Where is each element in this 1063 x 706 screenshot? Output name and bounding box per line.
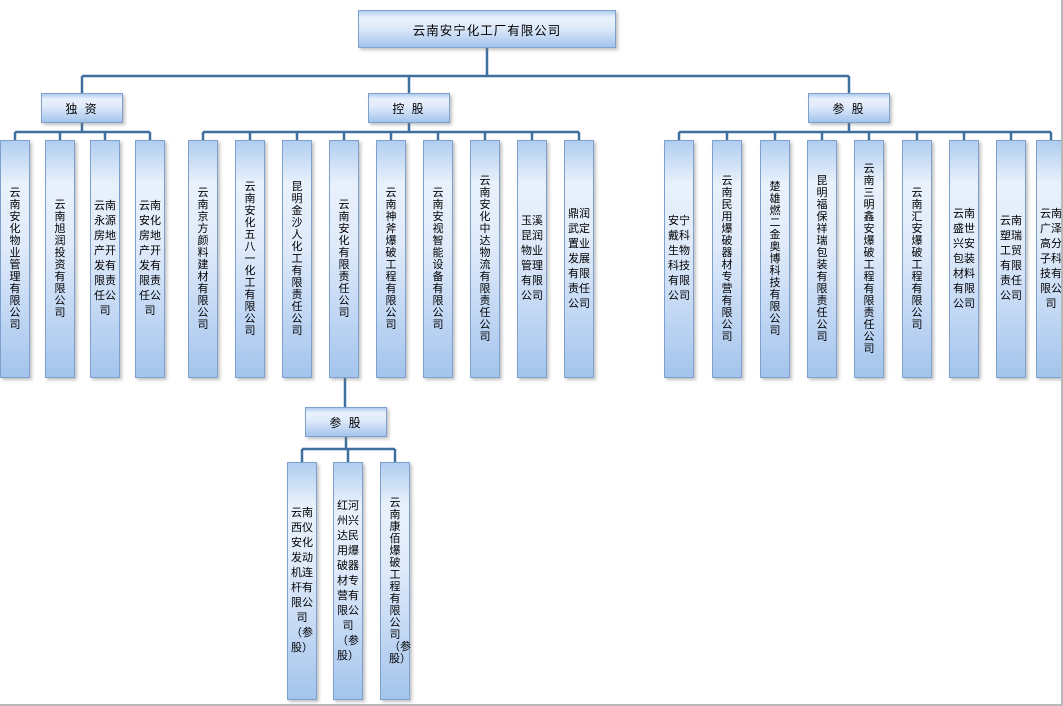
company-node-sub-3: 云南康佰爆破工程有限公司（参股） bbox=[380, 462, 411, 700]
company-node-cangu-6: 云南汇安爆破工程有限公司 bbox=[902, 140, 932, 378]
company-name: 云南广泽高分子科技有限公司 bbox=[1040, 207, 1062, 310]
root-node-label: 云南安宁化工厂有限公司 bbox=[412, 23, 562, 38]
company-node-konggu-4: 云南安化有限责任公司 bbox=[329, 140, 359, 378]
company-node-cangu-5: 云南三明鑫安爆破工程有限责任公司 bbox=[854, 140, 884, 378]
company-name: 云南汇安爆破工程有限公司 bbox=[911, 187, 923, 331]
branch-label-duzi-text: 独 资 bbox=[65, 101, 99, 116]
company-name: 云南安视智能设备有限公司 bbox=[432, 187, 444, 331]
company-name: 云南安化物业管理有限公司 bbox=[9, 187, 21, 331]
company-node-konggu-2: 云南安化五八一化工有限公司 bbox=[235, 140, 265, 378]
branch-label-konggu-text: 控 股 bbox=[392, 101, 426, 116]
company-node-cangu-7: 云南盛世兴安包装材料有限公司 bbox=[949, 140, 979, 378]
company-node-konggu-1: 云南京方颜料建材有限公司 bbox=[188, 140, 218, 378]
company-node-konggu-5: 云南神斧爆破工程有限公司 bbox=[376, 140, 406, 378]
root-node: 云南安宁化工厂有限公司 bbox=[358, 10, 616, 48]
branch-label-konggu: 控 股 bbox=[368, 93, 450, 123]
company-name: 云南京方颜料建材有限公司 bbox=[197, 187, 209, 331]
company-name: 云南安化房地产开发有限责任公司 bbox=[139, 200, 161, 317]
company-node-duzi-1: 云南安化物业管理有限公司 bbox=[0, 140, 30, 378]
company-node-konggu-3: 昆明金沙人化工有限责任公司 bbox=[282, 140, 312, 378]
company-name: 昆明金沙人化工有限责任公司 bbox=[291, 181, 303, 337]
company-name: 红河州兴达民用爆破器材专营有限公司（参股） bbox=[337, 499, 359, 662]
company-name: 云南西仪安化发动机连杆有限公司（参股） bbox=[291, 507, 313, 654]
company-name: 云南盛世兴安包装材料有限公司 bbox=[953, 207, 975, 310]
company-name: 玉溪昆润物业管理有限公司 bbox=[521, 215, 543, 302]
company-name: 云南三明鑫安爆破工程有限责任公司 bbox=[863, 163, 875, 355]
company-name: 云南安化中达物流有限责任公司 bbox=[479, 175, 491, 343]
company-node-cangu-4: 昆明福保祥瑞包装有限责任公司 bbox=[807, 140, 837, 378]
branch-label-cangu-text: 参 股 bbox=[832, 101, 866, 116]
company-name: 云南旭润投资有限公司 bbox=[54, 199, 66, 319]
company-name: 云南安化五八一化工有限公司 bbox=[244, 181, 256, 337]
company-name: 云南安化有限责任公司 bbox=[338, 199, 350, 319]
company-node-konggu-7: 云南安化中达物流有限责任公司 bbox=[470, 140, 500, 378]
company-node-cangu-3: 楚雄燃二金奥博科技有限公司 bbox=[760, 140, 790, 378]
company-name: 云南民用爆破器材专营有限公司 bbox=[721, 175, 733, 343]
sub-branch-label-cangu-text: 参 股 bbox=[329, 415, 363, 430]
company-name: 云南永源房地产开发有限责任公司 bbox=[94, 200, 116, 317]
company-name: 安宁戴科生物科技有限公司 bbox=[668, 215, 690, 302]
company-node-cangu-9: 云南广泽高分子科技有限公司 bbox=[1036, 140, 1062, 378]
company-name: 鼎润武定置业发展有限责任公司 bbox=[568, 207, 590, 310]
company-name: 云南康佰爆破工程有限公司（参股） bbox=[389, 497, 411, 665]
branch-label-duzi: 独 资 bbox=[41, 93, 123, 123]
company-name: 云南塑瑞工贸有限责任公司 bbox=[1000, 215, 1022, 302]
company-name: 楚雄燃二金奥博科技有限公司 bbox=[769, 181, 781, 337]
company-name: 昆明福保祥瑞包装有限责任公司 bbox=[816, 175, 828, 343]
company-node-duzi-4: 云南安化房地产开发有限责任公司 bbox=[135, 140, 165, 378]
branch-label-cangu: 参 股 bbox=[808, 93, 890, 123]
sub-branch-label-cangu: 参 股 bbox=[305, 407, 387, 437]
company-name: 云南神斧爆破工程有限公司 bbox=[385, 187, 397, 331]
company-node-duzi-2: 云南旭润投资有限公司 bbox=[45, 140, 75, 378]
company-node-cangu-1: 安宁戴科生物科技有限公司 bbox=[664, 140, 694, 378]
company-node-sub-1: 云南西仪安化发动机连杆有限公司（参股） bbox=[287, 462, 317, 700]
company-node-konggu-8: 玉溪昆润物业管理有限公司 bbox=[517, 140, 547, 378]
company-node-sub-2: 红河州兴达民用爆破器材专营有限公司（参股） bbox=[333, 462, 363, 700]
company-node-cangu-2: 云南民用爆破器材专营有限公司 bbox=[712, 140, 742, 378]
company-node-duzi-3: 云南永源房地产开发有限责任公司 bbox=[90, 140, 120, 378]
company-node-konggu-9: 鼎润武定置业发展有限责任公司 bbox=[564, 140, 594, 378]
company-node-konggu-6: 云南安视智能设备有限公司 bbox=[423, 140, 453, 378]
company-node-cangu-8: 云南塑瑞工贸有限责任公司 bbox=[996, 140, 1026, 378]
